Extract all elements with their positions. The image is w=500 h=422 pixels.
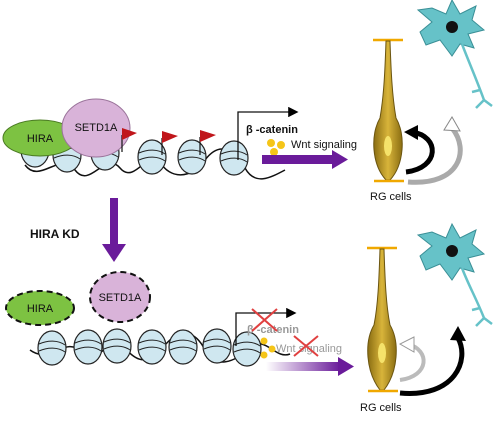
- arrow-icon: [266, 357, 354, 376]
- nucleosome-icon: [232, 331, 262, 367]
- hira-protein: HIRA: [2, 119, 78, 157]
- flag-icon: [161, 131, 178, 155]
- arrow-icon: [262, 150, 348, 169]
- hira-kd-label: HIRA KD: [30, 227, 80, 241]
- setd1a-label: SETD1A: [99, 292, 142, 304]
- nucleosome-icon: [168, 329, 198, 365]
- rg-cell-icon: [367, 246, 398, 393]
- transcription-arrow-icon: [235, 307, 297, 346]
- nucleosome-icon: [219, 140, 249, 176]
- beta-catenin-dots: [267, 139, 285, 156]
- setd1a-protein: SETD1A: [61, 98, 131, 158]
- differentiation-arrow-icon: [407, 126, 463, 185]
- rg-cells-label: RG cells: [360, 402, 402, 414]
- rg-cells-label: RG cells: [370, 191, 412, 203]
- self-renewal-arrow-icon: [405, 129, 435, 175]
- nucleosome-icon: [102, 328, 132, 364]
- hira-kd-transition: HIRA KD: [30, 198, 126, 262]
- beta-catenin-label: β -catenin: [246, 124, 298, 136]
- wnt-signaling-label: Wnt signaling: [291, 139, 357, 151]
- flag-icon: [121, 128, 137, 152]
- top-panel: HIRA SETD1A β -catenin Wnt signaling: [2, 0, 493, 203]
- nucleosome-icon: [202, 328, 232, 364]
- nucleosome-icon: [137, 329, 167, 365]
- cross-icon: [251, 308, 278, 332]
- setd1a-protein-dissociated: SETD1A: [89, 271, 151, 323]
- neuron-icon: [416, 0, 493, 109]
- differentiation-arrow-icon: [399, 336, 465, 396]
- hira-protein-dissociated: HIRA: [5, 290, 75, 326]
- beta-catenin-label: β -catenin: [247, 324, 299, 336]
- setd1a-label: SETD1A: [75, 122, 118, 134]
- nucleosome-icon: [73, 329, 103, 365]
- hira-label: HIRA: [27, 133, 54, 145]
- beta-catenin-dots: [260, 337, 276, 359]
- rg-cell-icon: [373, 38, 404, 183]
- neuron-icon: [416, 222, 493, 327]
- cross-icon: [293, 335, 319, 357]
- flag-icon: [199, 130, 216, 155]
- hira-label: HIRA: [27, 303, 54, 315]
- transcription-arrow-icon: [237, 106, 299, 160]
- nucleosome-icon: [177, 139, 207, 175]
- nucleosome-icon: [37, 330, 67, 366]
- bottom-panel: HIRA SETD1A β -catenin Wnt signaling: [5, 222, 493, 414]
